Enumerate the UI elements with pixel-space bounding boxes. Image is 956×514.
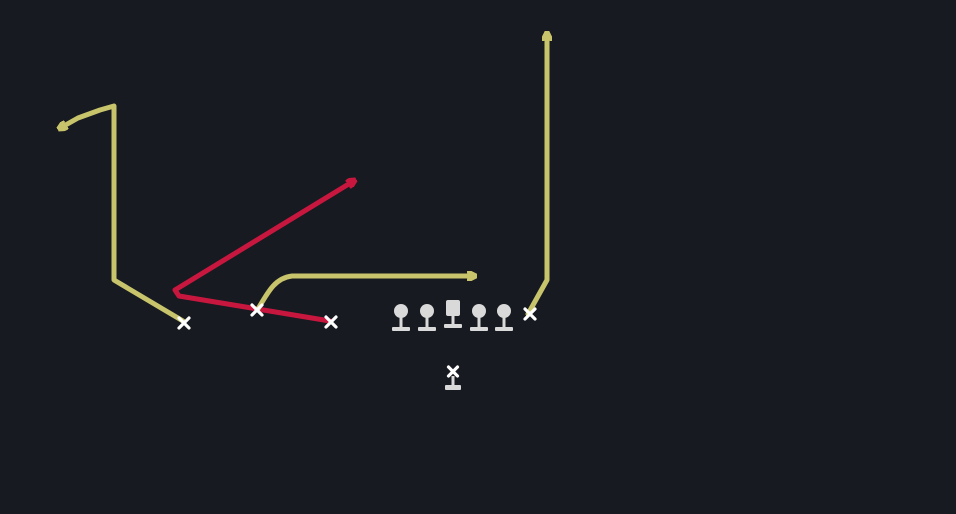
receiver-marker-left-outside	[177, 316, 191, 330]
receiver-marker-tight-end	[523, 307, 537, 321]
lineman-icon	[392, 304, 410, 331]
lineman-icon	[470, 304, 488, 331]
receiver-marker-slot	[324, 315, 338, 329]
quarterback-icon	[445, 365, 461, 390]
lineman-icon	[495, 304, 513, 331]
offensive-line	[392, 300, 513, 331]
receiver-marker-left-inside	[250, 303, 264, 317]
corner-route	[62, 103, 186, 324]
center-icon	[444, 300, 462, 328]
go-route	[525, 36, 547, 317]
drag-route	[255, 276, 472, 312]
lineman-icon	[418, 304, 436, 331]
